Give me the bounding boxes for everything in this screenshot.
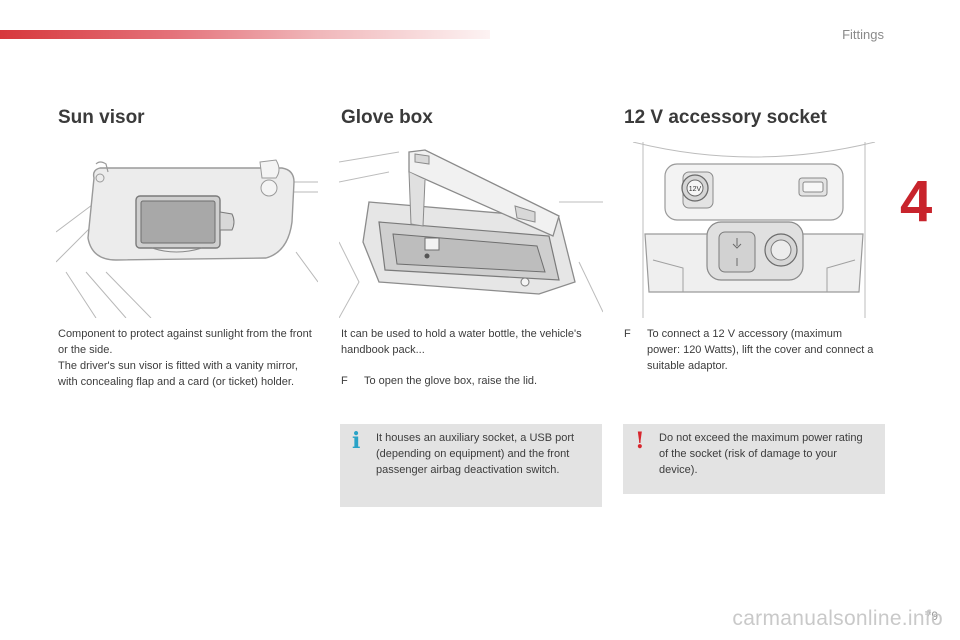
glove-box-description: It can be used to hold a water bottle, t… xyxy=(341,328,582,356)
section-title: Fittings xyxy=(842,27,884,42)
page-number: 79 xyxy=(924,609,938,623)
info-icon: i xyxy=(352,428,361,454)
info-note-text: It houses an auxiliary socket, a USB por… xyxy=(376,432,575,476)
arrow-bullet-icon: F xyxy=(341,375,348,387)
warning-icon: ! xyxy=(635,428,645,454)
sun-visor-heading: Sun visor xyxy=(58,107,145,128)
socket-instruction: F To connect a 12 V accessory (maximum p… xyxy=(624,328,874,372)
warning-note-text: Do not exceed the maximum power rating o… xyxy=(659,432,863,476)
info-note-box: i It houses an auxiliary socket, a USB p… xyxy=(340,424,602,507)
glove-box-instruction: F To open the glove box, raise the lid. xyxy=(341,375,538,387)
warning-note-box: ! Do not exceed the maximum power rating… xyxy=(623,424,885,494)
arrow-bullet-icon: F xyxy=(624,328,631,340)
chapter-number: 4 xyxy=(900,169,933,234)
glove-box-illustration xyxy=(339,149,603,318)
header-accent-bar xyxy=(0,30,490,39)
socket-illustration: 12V xyxy=(632,142,876,318)
socket-heading: 12 V accessory socket xyxy=(624,107,827,128)
socket-label: 12V xyxy=(689,186,702,193)
watermark-text: carmanualsonline.info xyxy=(732,607,943,630)
sun-visor-description: Component to protect against sunlight fr… xyxy=(58,328,312,388)
glove-box-heading: Glove box xyxy=(341,107,433,128)
sun-visor-illustration xyxy=(56,159,318,318)
